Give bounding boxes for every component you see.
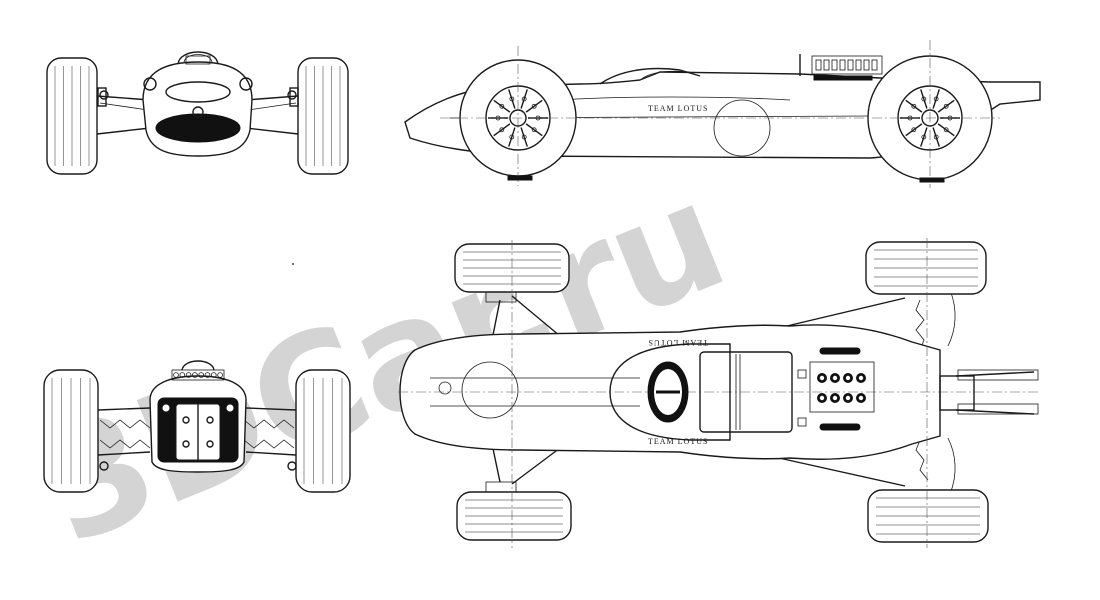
front-view-right-tyre	[297, 57, 349, 175]
rear-view-suspension	[97, 407, 297, 471]
side-view: TEAM LOTUS	[404, 40, 1041, 188]
front-view	[46, 51, 349, 175]
top-view-fuel-filler	[461, 361, 519, 419]
rear-view-engine	[149, 360, 247, 473]
front-view-suspension	[96, 87, 299, 135]
rear-view-right-tyre	[295, 369, 351, 493]
rear-view	[43, 360, 351, 493]
front-view-body	[142, 51, 253, 157]
front-air-intake	[155, 113, 241, 143]
top-view-seat	[699, 351, 793, 433]
top-view-front-right-tyre	[456, 491, 572, 541]
top-view: TEAM LOTUS TEAM LOTUS	[398, 238, 1040, 548]
top-view-rear-right-tyre	[867, 489, 989, 543]
front-view-left-tyre	[46, 57, 98, 175]
top-view-engine	[797, 347, 875, 431]
top-view-rear-left-tyre	[865, 241, 987, 295]
rear-view-left-tyre	[43, 369, 99, 493]
stray-mark	[292, 263, 294, 265]
top-view-livery-lower: TEAM LOTUS	[648, 437, 708, 446]
side-view-windscreen	[599, 67, 701, 85]
top-view-suspension	[485, 289, 956, 495]
top-view-gearbox	[939, 369, 1039, 415]
side-view-livery: TEAM LOTUS	[648, 104, 708, 113]
top-view-livery-upper: TEAM LOTUS	[648, 338, 708, 347]
side-view-engine	[811, 55, 883, 81]
top-view-cockpit	[609, 343, 731, 441]
